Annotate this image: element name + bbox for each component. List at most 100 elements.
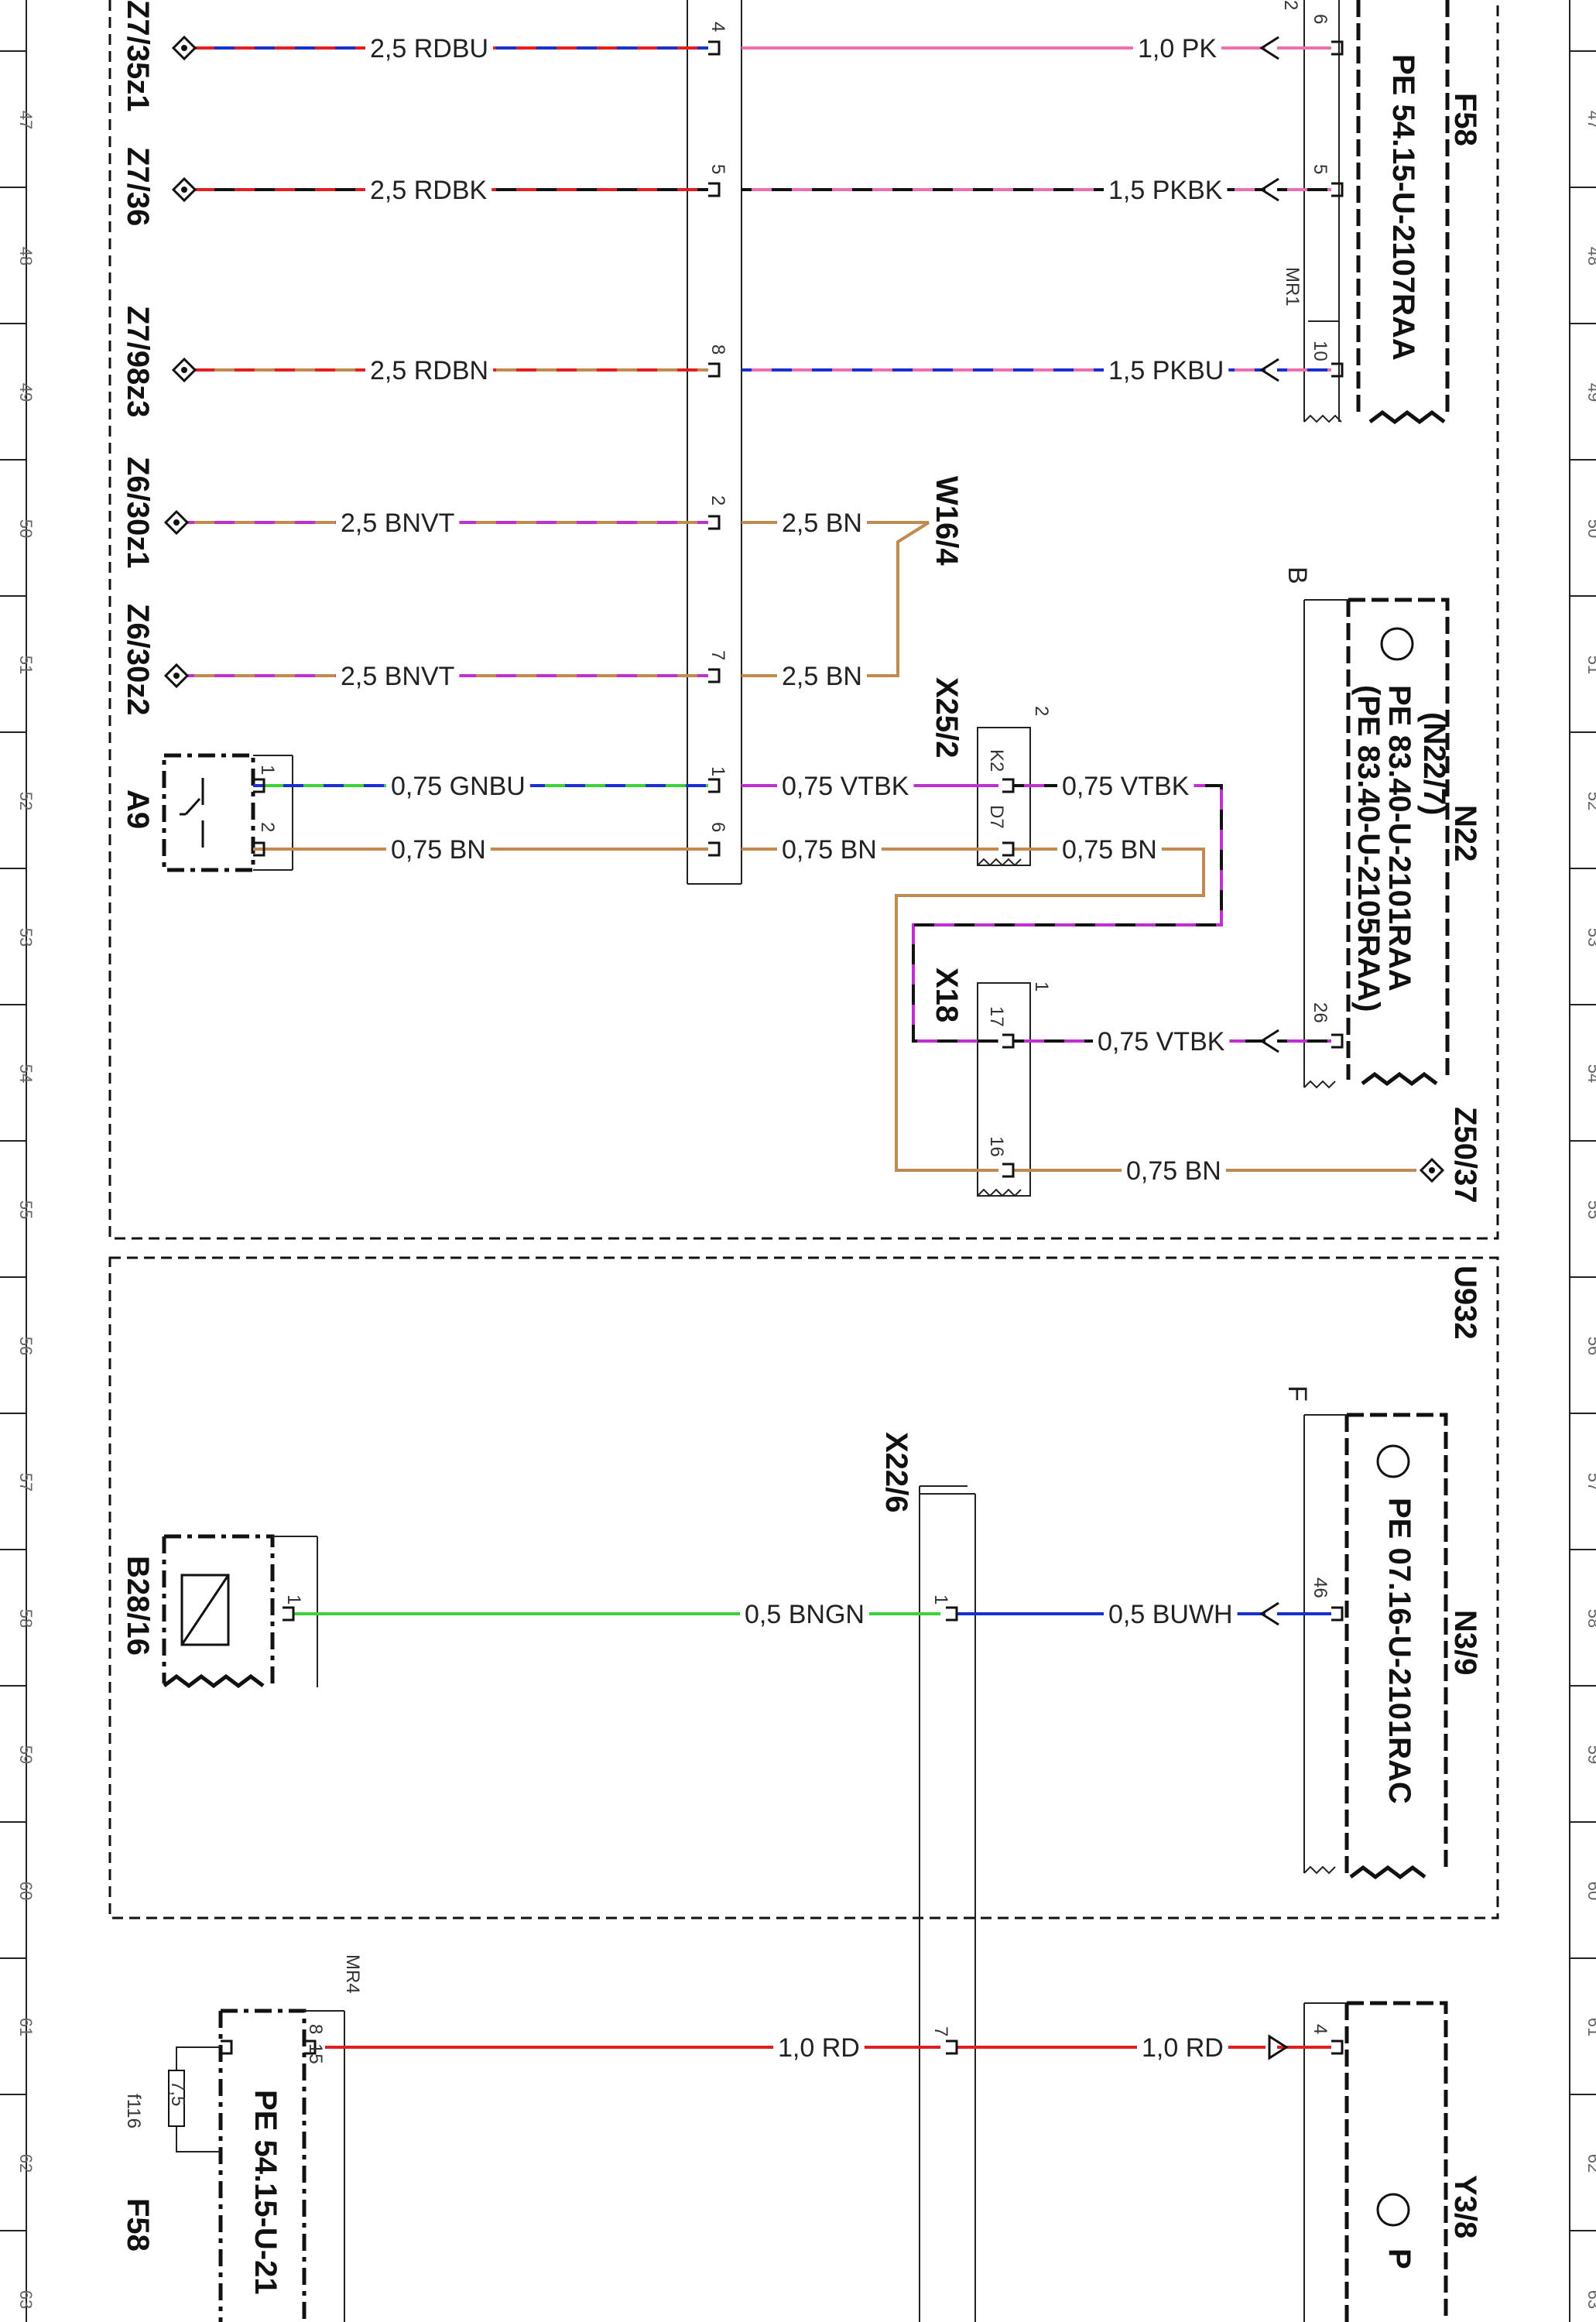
f58-connector xyxy=(1303,0,1450,425)
wire-label-rdbu: 2,5 RDBU xyxy=(370,34,488,63)
label-b28-16: B28/16 xyxy=(121,1556,155,1656)
pin-label: 8 xyxy=(305,2024,326,2034)
label-n22-7: (N22/7) xyxy=(1417,712,1451,815)
pin-n22-26 xyxy=(1331,1033,1344,1049)
row-number: 51 xyxy=(16,656,36,674)
label-x18: X18 xyxy=(930,968,964,1022)
wire-label-bn-z50: 0,75 BN xyxy=(1126,1156,1221,1186)
row-number: 62 xyxy=(1584,2154,1596,2173)
pin-x22-1 xyxy=(946,1606,958,1622)
label-n22: N22 xyxy=(1448,805,1482,861)
label-y3-8: Y3/8 xyxy=(1448,2175,1482,2238)
label-z7-35z1: Z7/35z1 xyxy=(121,0,155,112)
arrow-y3-4 xyxy=(1268,2034,1289,2060)
row-number: 61 xyxy=(16,2018,36,2036)
a9-switch xyxy=(162,753,293,872)
pin-y3-4 xyxy=(1331,2039,1344,2055)
upper-frame xyxy=(108,0,1499,1240)
arrow-f58-10 xyxy=(1259,358,1279,382)
label-x25-2: X25/2 xyxy=(930,677,964,759)
row-number: 62 xyxy=(16,2154,36,2173)
label-f58-bottom-pe: PE 54.15-U-21 xyxy=(248,2090,283,2295)
wire-bn-loop xyxy=(895,848,1205,1172)
row-number: 61 xyxy=(1584,2018,1596,2036)
pin-x25-k2 xyxy=(1002,778,1015,793)
pin-label: 46 xyxy=(1310,1577,1331,1598)
label-f58: F58 xyxy=(1448,93,1482,146)
label-w16-4: W16/4 xyxy=(930,476,964,566)
row-number: 51 xyxy=(1584,656,1596,674)
wire-label-pkbk: 1,5 PKBK xyxy=(1108,176,1223,205)
pin-label: 1 xyxy=(257,765,278,775)
row-number: 53 xyxy=(16,928,36,947)
pin-bus-1 xyxy=(708,182,721,197)
label-mr4: MR4 xyxy=(342,1954,363,1994)
row-number: 48 xyxy=(1584,247,1596,265)
pin-x18-16 xyxy=(1002,1163,1015,1178)
row-number: 55 xyxy=(1584,1200,1596,1219)
pin-label: 7 xyxy=(930,2026,951,2036)
wire-label-bn-a9: 0,75 BN xyxy=(391,835,486,865)
wire-label-bngn: 0,5 BNGN xyxy=(745,1600,865,1629)
label-mr1: MR1 xyxy=(1282,267,1303,307)
pin-label: 2 xyxy=(1280,0,1301,10)
pin-label: 16 xyxy=(986,1136,1007,1157)
label-n22-pe1: PE 83.40-U-2101RAA xyxy=(1382,685,1416,991)
pin-label: 15 xyxy=(305,2043,326,2064)
pin-f58-1 xyxy=(1331,182,1344,197)
pin-bus-4 xyxy=(708,668,721,683)
label-z7-36: Z7/36 xyxy=(121,147,155,226)
wire-label-bn-2: 2,5 BN xyxy=(782,662,862,691)
x22-6-connector-bar xyxy=(919,1485,976,2322)
pin-label: 5 xyxy=(1310,164,1331,174)
arrow-n3-46 xyxy=(1259,1601,1279,1626)
label-z50-37: Z50/37 xyxy=(1448,1107,1482,1204)
wire-label-rd-1: 1,0 RD xyxy=(778,2033,860,2063)
pin-b28-1 xyxy=(283,1606,295,1622)
pin-n3-46 xyxy=(1331,1606,1344,1622)
pin-bus-6 xyxy=(708,841,721,857)
f58-bottom-module xyxy=(168,2009,345,2322)
n3-9-module xyxy=(1303,1413,1448,1880)
wire-label-gnbu: 0,75 GNBU xyxy=(391,772,526,801)
wire-bn-2 xyxy=(741,521,930,677)
row-number: 48 xyxy=(16,247,36,265)
pin-bus-3 xyxy=(708,515,721,530)
pin-a9-2 xyxy=(253,841,265,857)
label-n3-9-pe: PE 07.16-U-2101RAC xyxy=(1382,1498,1416,1804)
pin-label: 6 xyxy=(1310,14,1331,24)
pin-label: 26 xyxy=(1310,1002,1331,1023)
pin-label: 1 xyxy=(283,1594,304,1605)
row-number: 59 xyxy=(1584,1745,1596,1764)
row-number: 55 xyxy=(16,1200,36,1219)
pin-x25-d7 xyxy=(1002,841,1015,857)
label-z6-30z1: Z6/30z1 xyxy=(121,457,155,569)
wire-label-bn-1: 2,5 BN xyxy=(782,509,862,538)
row-number: 54 xyxy=(16,1064,36,1083)
wire-label-pkbu: 1,5 PKBU xyxy=(1108,356,1224,385)
pin-label: 2 xyxy=(257,822,278,832)
u932-frame xyxy=(108,1256,1499,1920)
label-x22-6: X22/6 xyxy=(879,1432,913,1513)
wires xyxy=(184,46,1416,2049)
row-number: 50 xyxy=(16,519,36,538)
pin-label: 8 xyxy=(707,344,728,354)
label-fuse-value: 7,5 xyxy=(167,2081,188,2106)
pin-label: 4 xyxy=(1310,2024,1331,2034)
pin-f58b-8 xyxy=(304,2039,317,2055)
arrow-n22-26 xyxy=(1259,1029,1279,1053)
pin-a9-1 xyxy=(253,778,265,793)
row-number: 52 xyxy=(16,792,36,810)
x18-connector xyxy=(977,982,1031,1197)
main-connector-bar xyxy=(687,0,742,885)
row-number: 54 xyxy=(1584,1064,1596,1083)
pin-label: 2 xyxy=(707,495,728,505)
pin-label: K2 xyxy=(986,749,1007,772)
pin-label: 10 xyxy=(1310,341,1331,361)
terminals xyxy=(163,35,1445,2060)
pin-label: 1 xyxy=(930,1594,951,1605)
label-a9: A9 xyxy=(121,789,155,829)
